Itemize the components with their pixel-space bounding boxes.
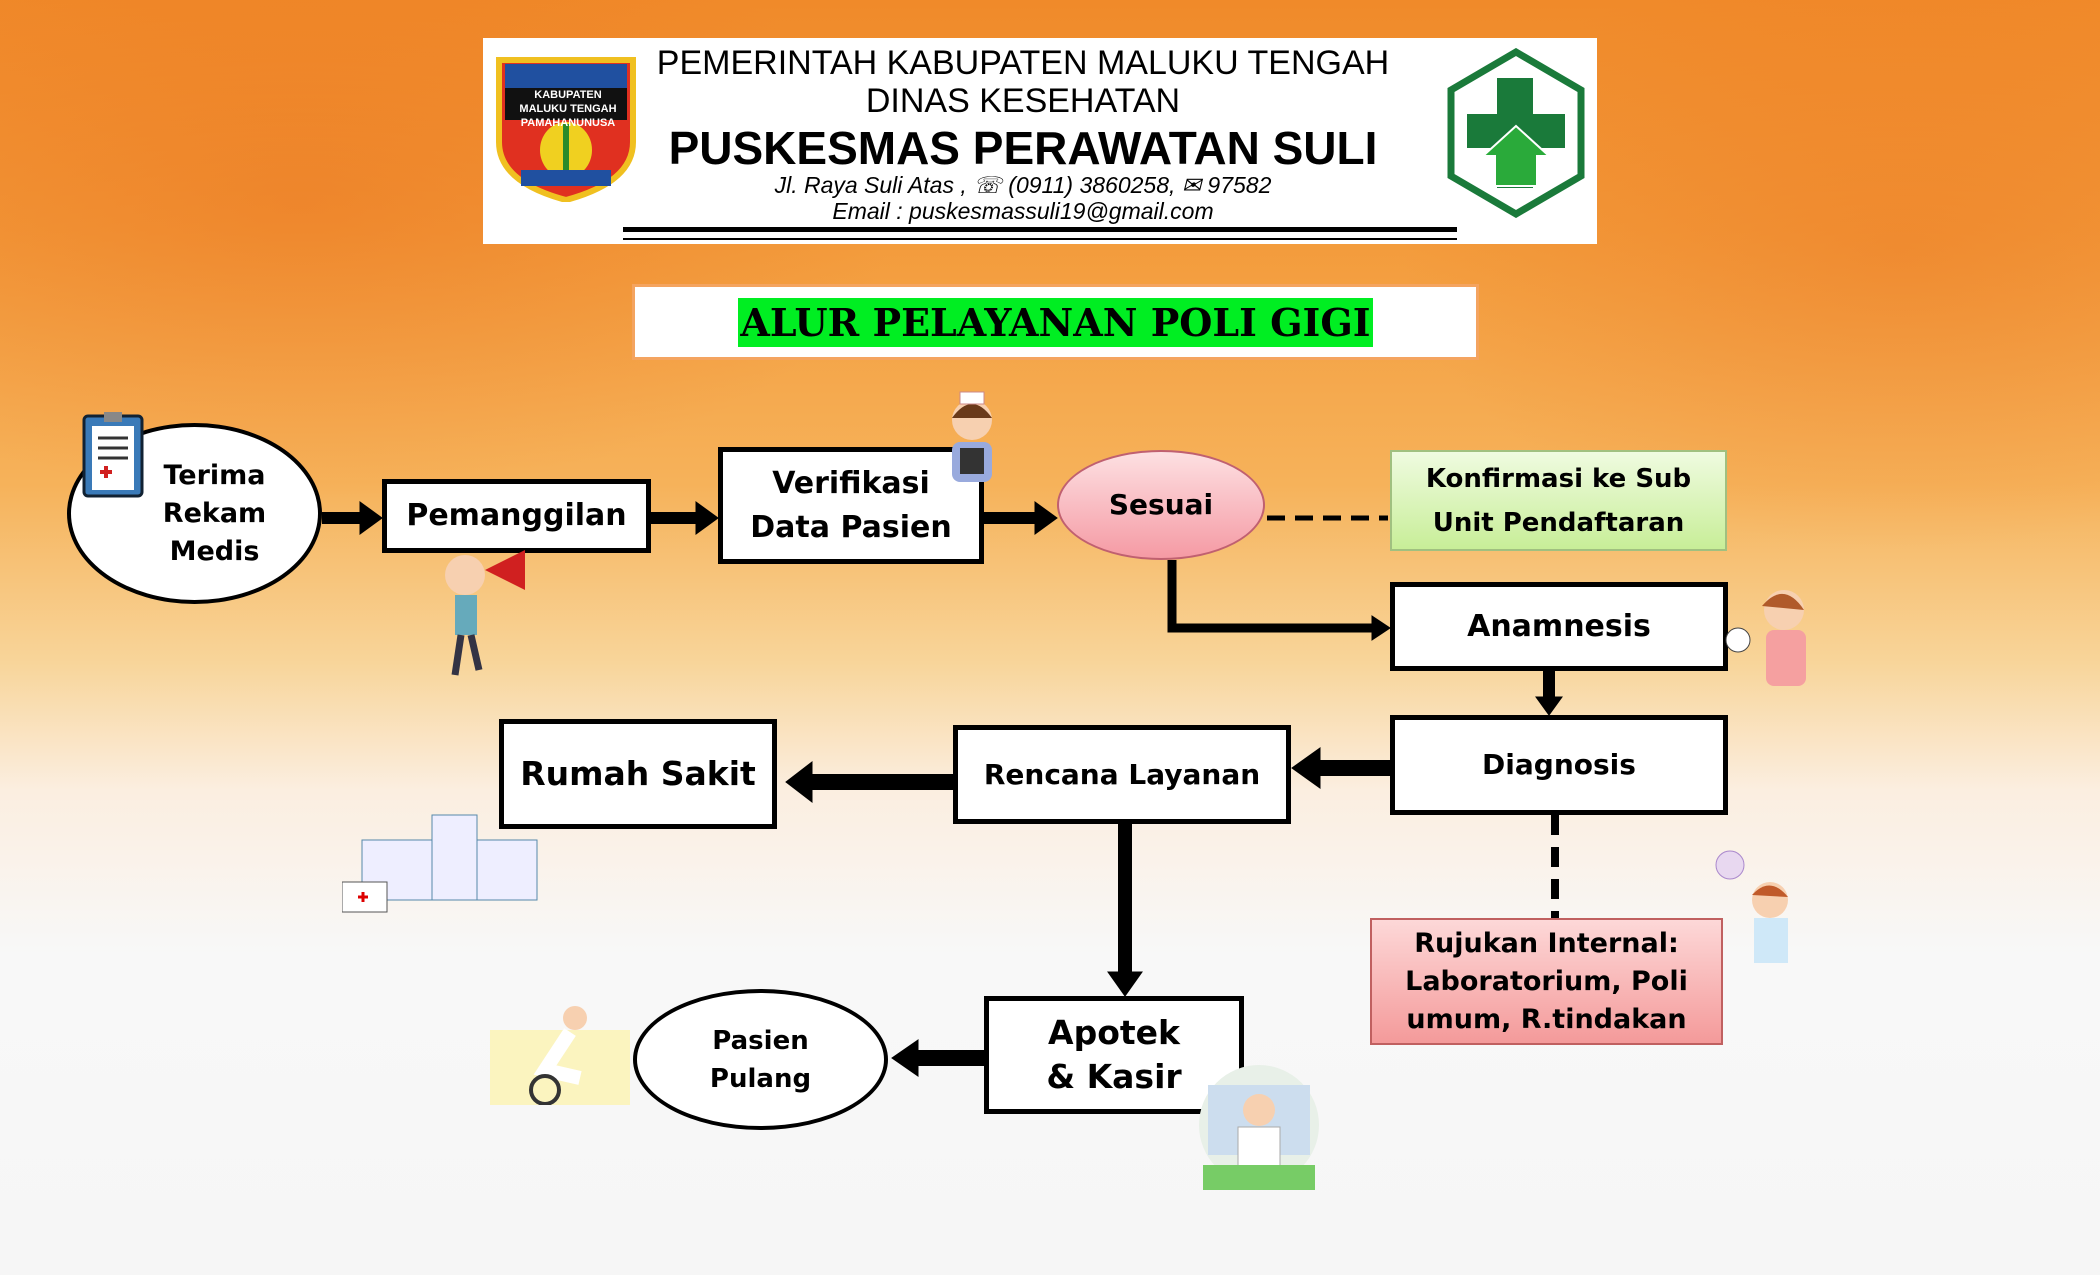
emblem-lettering: KABUPATEN MALUKU TENGAH PAMAHANUNUSA	[519, 89, 617, 129]
node-diagnosis: Diagnosis	[1390, 715, 1728, 815]
arrowhead	[359, 501, 383, 535]
patient-wheelchair-icon	[490, 1006, 630, 1105]
government-name: PEMERINTAH KABUPATEN MALUKU TENGAH	[656, 44, 1390, 82]
arrowhead	[1371, 615, 1391, 641]
clipboard-icon	[82, 412, 144, 498]
node-pemanggilan: Pemanggilan	[382, 479, 651, 553]
arrowhead	[1107, 971, 1143, 997]
regency-emblem-icon	[496, 57, 636, 202]
arrowhead	[1034, 501, 1058, 535]
lab-microscope-icon	[1715, 850, 1788, 963]
node-rujukan-internal: Rujukan Internal: Laboratorium, Poli umu…	[1370, 918, 1723, 1045]
header-divider-thin	[623, 238, 1457, 240]
agency-name: DINAS KESEHATAN	[865, 82, 1181, 120]
email: Email : puskesmassuli19@gmail.com	[832, 198, 1214, 224]
arrowhead	[891, 1039, 919, 1077]
arrowhead	[695, 501, 719, 535]
node-apotek-kasir: Apotek & Kasir	[984, 996, 1244, 1114]
nurse-icon	[952, 391, 992, 482]
node-label: Terima Rekam Medis	[162, 459, 267, 567]
puskesmas-logo-icon	[1447, 48, 1585, 218]
arrowhead	[1291, 747, 1321, 789]
node-sesuai: Sesuai	[1057, 450, 1265, 560]
node-rumah-sakit: Rumah Sakit	[499, 719, 777, 829]
puskesmas-name: PUSKESMAS PERAWATAN SULI	[668, 122, 1378, 174]
arrow-sesuai-anamnesis	[1167, 560, 1375, 633]
letterhead: KABUPATEN MALUKU TENGAH PAMAHANUNUSA PEM…	[483, 38, 1597, 244]
arrowhead	[785, 760, 813, 804]
node-pasien-pulang: Pasien Pulang	[633, 989, 888, 1130]
page-title: ALUR PELAYANAN POLI GIGI	[738, 297, 1373, 347]
node-anamnesis: Anamnesis	[1390, 582, 1728, 671]
address: Jl. Raya Suli Atas , ☏ (0911) 3860258, ✉…	[774, 172, 1272, 198]
node-konfirmasi: Konfirmasi ke Sub Unit Pendaftaran	[1390, 450, 1727, 551]
node-verifikasi: Verifikasi Data Pasien	[718, 447, 984, 564]
doctor-examining-icon	[1725, 590, 1806, 686]
header-divider	[623, 227, 1457, 232]
pharmacist-icon	[1199, 1065, 1319, 1190]
hospital-building-icon	[342, 814, 538, 913]
title-box: ALUR PELAYANAN POLI GIGI	[632, 284, 1479, 360]
node-rencana-layanan: Rencana Layanan	[953, 725, 1291, 824]
arrowhead	[1535, 696, 1563, 716]
megaphone-person-icon	[445, 550, 525, 676]
